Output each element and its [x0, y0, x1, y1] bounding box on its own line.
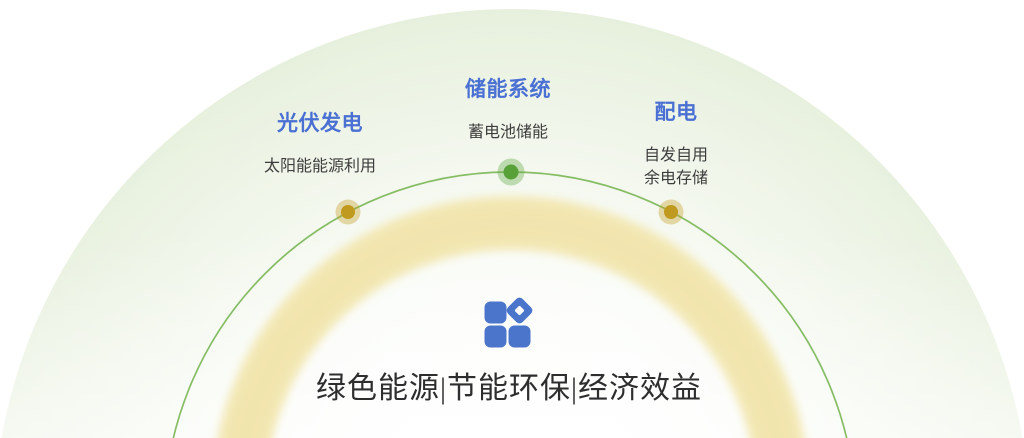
node-title: 配电	[654, 101, 698, 124]
node-dot-pv	[335, 199, 361, 225]
node-desc: 蓄电池储能	[465, 121, 551, 144]
node-dot-storage	[497, 158, 525, 186]
node-title: 光伏发电	[276, 112, 363, 135]
node-desc: 自发自用 余电存储	[644, 144, 708, 190]
node-power-distribution: 配电 自发自用 余电存储	[644, 100, 708, 190]
slogan-text: 绿色能源|节能环保|经济效益	[315, 372, 703, 405]
node-desc-line: 太阳能能源利用	[263, 158, 377, 175]
yellow-ring	[217, 196, 805, 438]
apps-grid-icon	[484, 297, 533, 348]
node-desc-line: 自发自用	[643, 147, 709, 164]
node-title: 储能系统	[465, 78, 551, 101]
node-desc-line: 蓄电池储能	[467, 124, 548, 141]
node-desc: 太阳能能源利用	[264, 155, 376, 178]
node-desc-line: 余电存储	[643, 170, 709, 187]
node-energy-storage: 储能系统 蓄电池储能	[465, 77, 551, 144]
node-dot-distribution	[658, 199, 684, 225]
node-photovoltaic: 光伏发电 太阳能能源利用	[264, 111, 376, 178]
